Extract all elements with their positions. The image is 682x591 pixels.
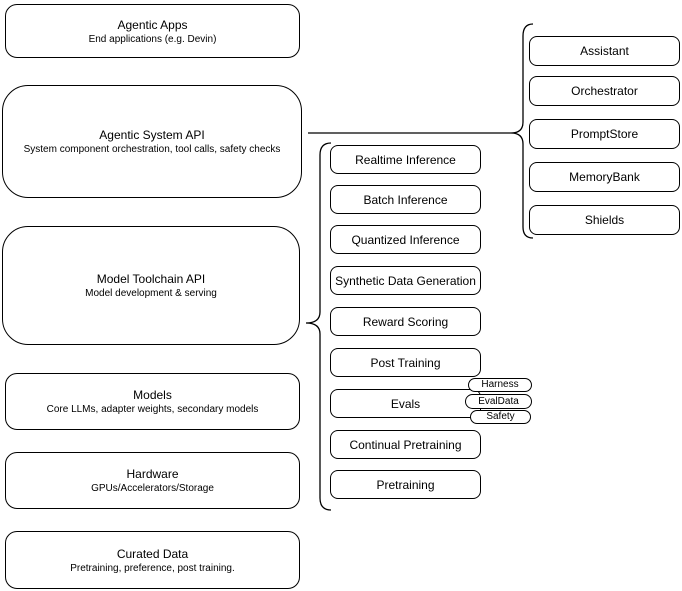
node-hardware: Hardware GPUs/Accelerators/Storage — [5, 452, 300, 509]
node-subtitle: Model development & serving — [85, 288, 217, 299]
node-orchestrator: Orchestrator — [529, 76, 680, 106]
toolchain-brace — [305, 142, 332, 511]
node-reward-scoring: Reward Scoring — [330, 307, 481, 336]
pill-harness: Harness — [468, 378, 532, 392]
node-models: Models Core LLMs, adapter weights, secon… — [5, 373, 300, 430]
node-subtitle: Pretraining, preference, post training. — [70, 562, 235, 574]
node-label: Assistant — [580, 44, 629, 58]
node-title: Agentic System API — [99, 128, 205, 142]
node-subtitle: Core LLMs, adapter weights, secondary mo… — [46, 404, 259, 415]
node-shields: Shields — [529, 205, 680, 235]
node-pretraining: Pretraining — [330, 470, 481, 499]
node-curated-data: Curated Data Pretraining, preference, po… — [5, 531, 300, 589]
node-quantized-inference: Quantized Inference — [330, 225, 481, 254]
node-subtitle: System component orchestration, tool cal… — [23, 144, 281, 155]
node-title: Agentic Apps — [117, 17, 188, 32]
node-label: Batch Inference — [363, 192, 448, 207]
node-title: Model Toolchain API — [96, 272, 206, 286]
node-promptstore: PromptStore — [529, 119, 680, 149]
node-label: Pretraining — [376, 477, 435, 492]
node-realtime-inference: Realtime Inference — [330, 145, 481, 174]
node-synthetic-data-generation: Synthetic Data Generation — [330, 266, 481, 295]
node-label: Quantized Inference — [351, 232, 460, 247]
node-label: Evals — [390, 396, 421, 411]
node-title: Hardware — [126, 467, 179, 481]
pill-safety: Safety — [470, 410, 531, 424]
node-batch-inference: Batch Inference — [330, 185, 481, 214]
node-label: Shields — [584, 213, 625, 227]
node-agentic-apps: Agentic Apps End applications (e.g. Devi… — [5, 4, 300, 58]
node-label: Orchestrator — [571, 84, 638, 98]
node-post-training: Post Training — [330, 348, 481, 377]
node-assistant: Assistant — [529, 36, 680, 66]
node-label: PromptStore — [570, 127, 639, 141]
node-memorybank: MemoryBank — [529, 162, 680, 192]
node-subtitle: GPUs/Accelerators/Storage — [91, 483, 214, 494]
node-label: MemoryBank — [569, 170, 640, 184]
node-label: Realtime Inference — [355, 152, 456, 167]
pill-evaldata: EvalData — [465, 394, 532, 409]
node-label: Reward Scoring — [362, 314, 449, 329]
node-continual-pretraining: Continual Pretraining — [330, 430, 481, 459]
node-title: Curated Data — [116, 546, 189, 561]
node-evals: Evals — [330, 389, 481, 418]
node-label: Post Training — [370, 355, 441, 370]
node-label: Continual Pretraining — [349, 437, 462, 452]
node-title: Models — [133, 388, 172, 402]
node-model-toolchain-api: Model Toolchain API Model development & … — [2, 226, 300, 345]
node-agentic-system-api: Agentic System API System component orch… — [2, 85, 302, 198]
node-label: Synthetic Data Generation — [335, 273, 476, 288]
node-subtitle: End applications (e.g. Devin) — [88, 33, 217, 45]
